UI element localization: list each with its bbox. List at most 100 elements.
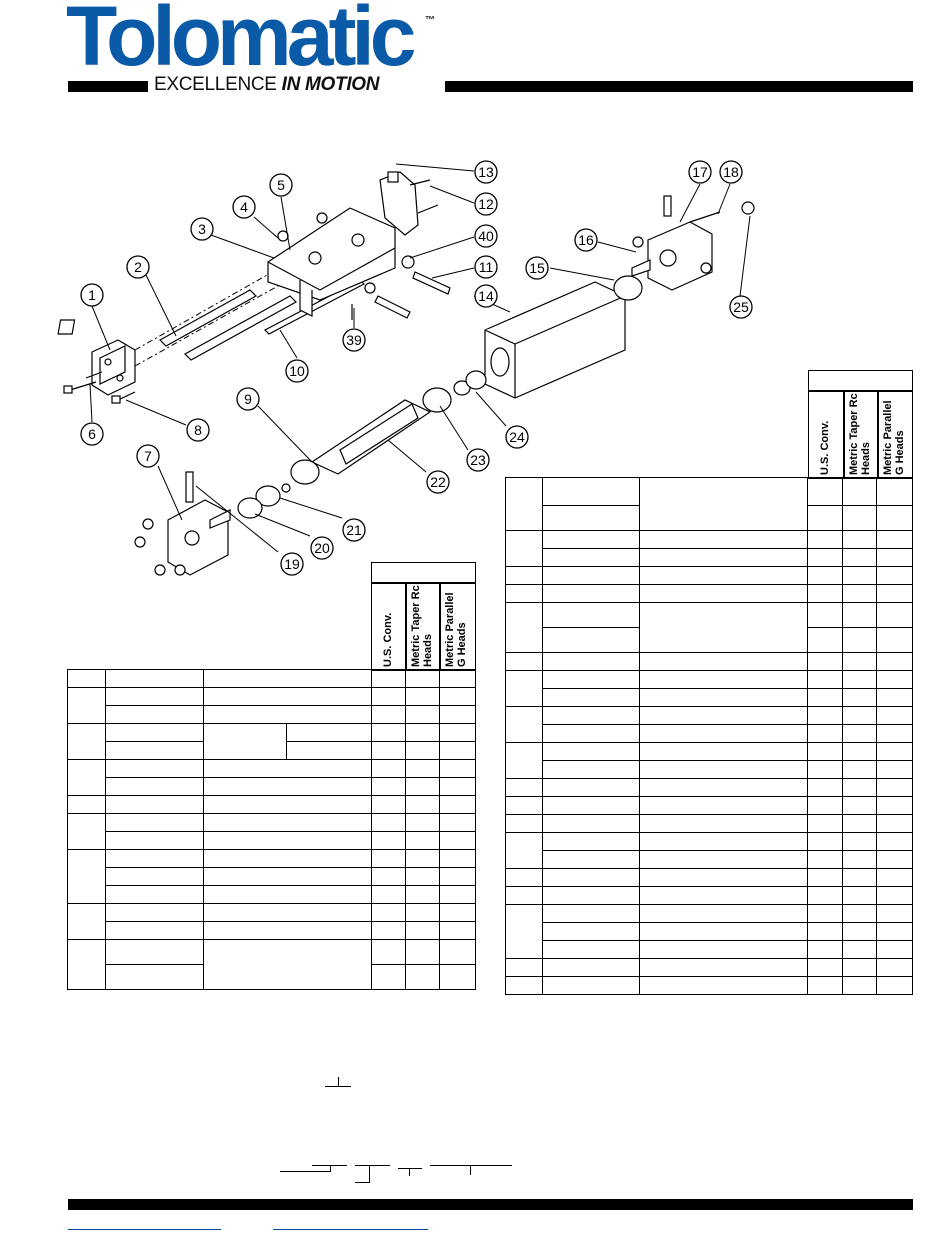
order-code-segment <box>398 1168 422 1169</box>
brand-tagline: EXCELLENCE IN MOTION <box>154 74 380 96</box>
table-row <box>506 688 913 707</box>
table-row <box>506 548 913 567</box>
callout-20: 20 <box>310 536 334 560</box>
end-head-right <box>613 195 755 301</box>
table-row <box>67 939 476 990</box>
svg-text:14: 14 <box>478 288 494 304</box>
bumpers <box>351 255 451 320</box>
table-row <box>67 759 476 796</box>
callout-16: 16 <box>574 228 598 252</box>
svg-text:10: 10 <box>289 363 305 379</box>
order-code-segment <box>280 1171 330 1172</box>
right-col-metric-parallel-label: Metric Parallel G Heads <box>882 400 907 475</box>
order-code-segment <box>430 1165 512 1166</box>
svg-text:19: 19 <box>284 556 300 572</box>
left-table-header-group <box>371 562 476 584</box>
table-row <box>506 760 913 779</box>
callout-21: 21 <box>342 518 366 542</box>
table-row <box>506 940 913 959</box>
table-row <box>505 566 913 585</box>
callout-17: 17 <box>688 160 712 184</box>
right-table-header-group <box>808 370 913 392</box>
left-col-us-conv: U.S. Conv. <box>371 582 407 671</box>
callout-5: 5 <box>269 173 293 197</box>
right-col-metric-taper: Metric Taper Rc Heads <box>843 390 879 479</box>
callout-4: 4 <box>232 195 256 219</box>
order-code-tick <box>470 1165 471 1175</box>
table-row <box>505 584 913 603</box>
table-row <box>68 777 476 796</box>
table-row <box>505 796 913 815</box>
svg-text:3: 3 <box>198 221 206 237</box>
callout-15: 15 <box>525 256 549 280</box>
tie-rods <box>134 239 366 367</box>
right-col-us-conv-label: U.S. Conv. <box>819 420 831 475</box>
table-row <box>505 530 913 567</box>
table-row <box>506 922 913 941</box>
piston-assembly <box>255 370 487 507</box>
screws-left <box>63 371 136 404</box>
table-row <box>505 778 913 797</box>
order-code-segment <box>355 1182 370 1183</box>
right-parts-table <box>505 477 913 995</box>
callout-9: 9 <box>236 387 260 411</box>
footer-link-underline-2[interactable] <box>273 1229 428 1230</box>
table-row <box>505 602 913 653</box>
callout-12: 12 <box>474 192 498 216</box>
svg-text:4: 4 <box>240 199 248 215</box>
table-row <box>505 958 913 977</box>
svg-text:17: 17 <box>692 164 708 180</box>
svg-text:23: 23 <box>470 452 486 468</box>
footer-link-underline-1[interactable] <box>68 1229 221 1230</box>
table-row <box>68 964 476 990</box>
table-row <box>68 831 476 850</box>
table-row <box>505 706 913 743</box>
callout-leaders <box>89 163 751 553</box>
callout-8: 8 <box>186 418 210 442</box>
callout-13: 13 <box>474 160 498 184</box>
order-code-segment <box>355 1165 390 1166</box>
callout-18: 18 <box>719 160 743 184</box>
table-row <box>67 723 476 760</box>
svg-text:5: 5 <box>277 177 285 193</box>
callout-22: 22 <box>426 470 450 494</box>
svg-text:18: 18 <box>723 164 739 180</box>
cylinder-tube <box>484 281 626 399</box>
table-row <box>505 832 913 869</box>
callout-39: 39 <box>342 328 366 352</box>
order-code-tick <box>330 1165 331 1172</box>
brand-logo: Tolomatic <box>66 0 416 83</box>
left-col-metric-taper: Metric Taper Rc Heads <box>405 582 441 671</box>
callout-3: 3 <box>190 217 214 241</box>
callout-25: 25 <box>729 295 753 319</box>
left-col-metric-taper-label: Metric Taper Rc Heads <box>410 585 435 667</box>
svg-text:11: 11 <box>479 259 494 275</box>
table-row <box>505 742 913 779</box>
svg-text:24: 24 <box>509 429 525 445</box>
table-row <box>67 813 476 850</box>
callout-6: 6 <box>80 422 104 446</box>
table-row <box>68 741 476 760</box>
callout-14: 14 <box>474 284 498 308</box>
svg-text:8: 8 <box>194 422 202 438</box>
table-row <box>68 921 476 940</box>
table-row <box>505 868 913 887</box>
end-cap-left <box>57 319 136 396</box>
order-code-tick <box>369 1165 370 1183</box>
table-row <box>506 724 913 743</box>
table-row <box>68 867 476 886</box>
end-head-left <box>134 471 263 576</box>
svg-text:6: 6 <box>88 426 96 442</box>
svg-text:25: 25 <box>733 299 749 315</box>
table-row <box>505 976 913 995</box>
left-col-metric-parallel-label: Metric Parallel G Heads <box>444 592 469 667</box>
callout-19: 19 <box>280 552 304 576</box>
svg-text:16: 16 <box>578 232 594 248</box>
table-row <box>505 670 913 707</box>
callout-11: 11 <box>474 255 498 279</box>
left-col-metric-parallel: Metric Parallel G Heads <box>439 582 476 671</box>
table-row <box>67 849 476 904</box>
callout-2: 2 <box>126 255 150 279</box>
svg-text:13: 13 <box>478 164 494 180</box>
svg-text:2: 2 <box>134 259 142 275</box>
